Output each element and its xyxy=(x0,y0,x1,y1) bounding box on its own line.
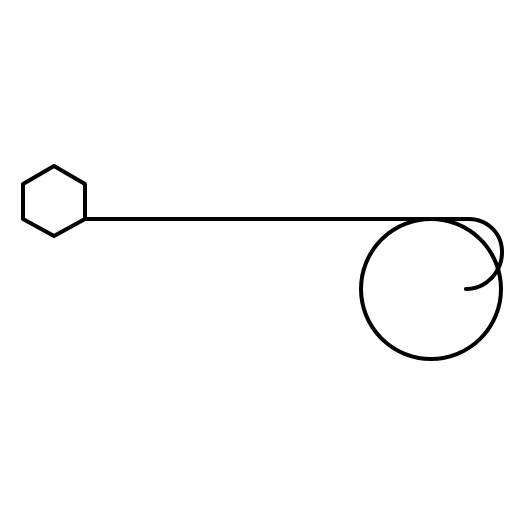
hexagon-shape xyxy=(21,164,87,238)
large-circle xyxy=(359,217,503,361)
spiral-curl xyxy=(464,216,504,291)
